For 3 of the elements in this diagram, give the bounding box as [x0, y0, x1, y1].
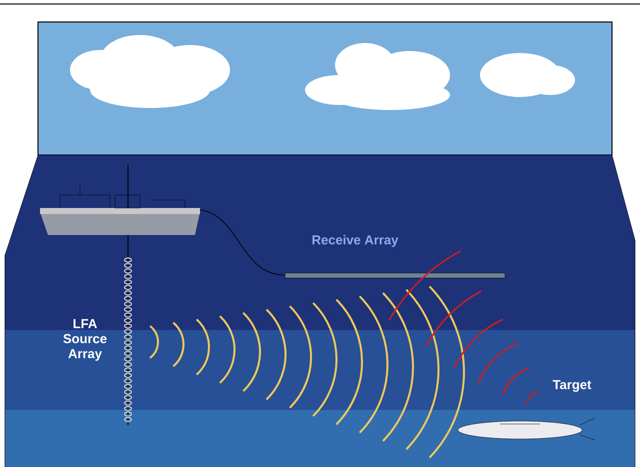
label: Target [552, 380, 592, 392]
label: Receive Array [312, 234, 398, 248]
label: LFA Source Array [63, 319, 107, 361]
